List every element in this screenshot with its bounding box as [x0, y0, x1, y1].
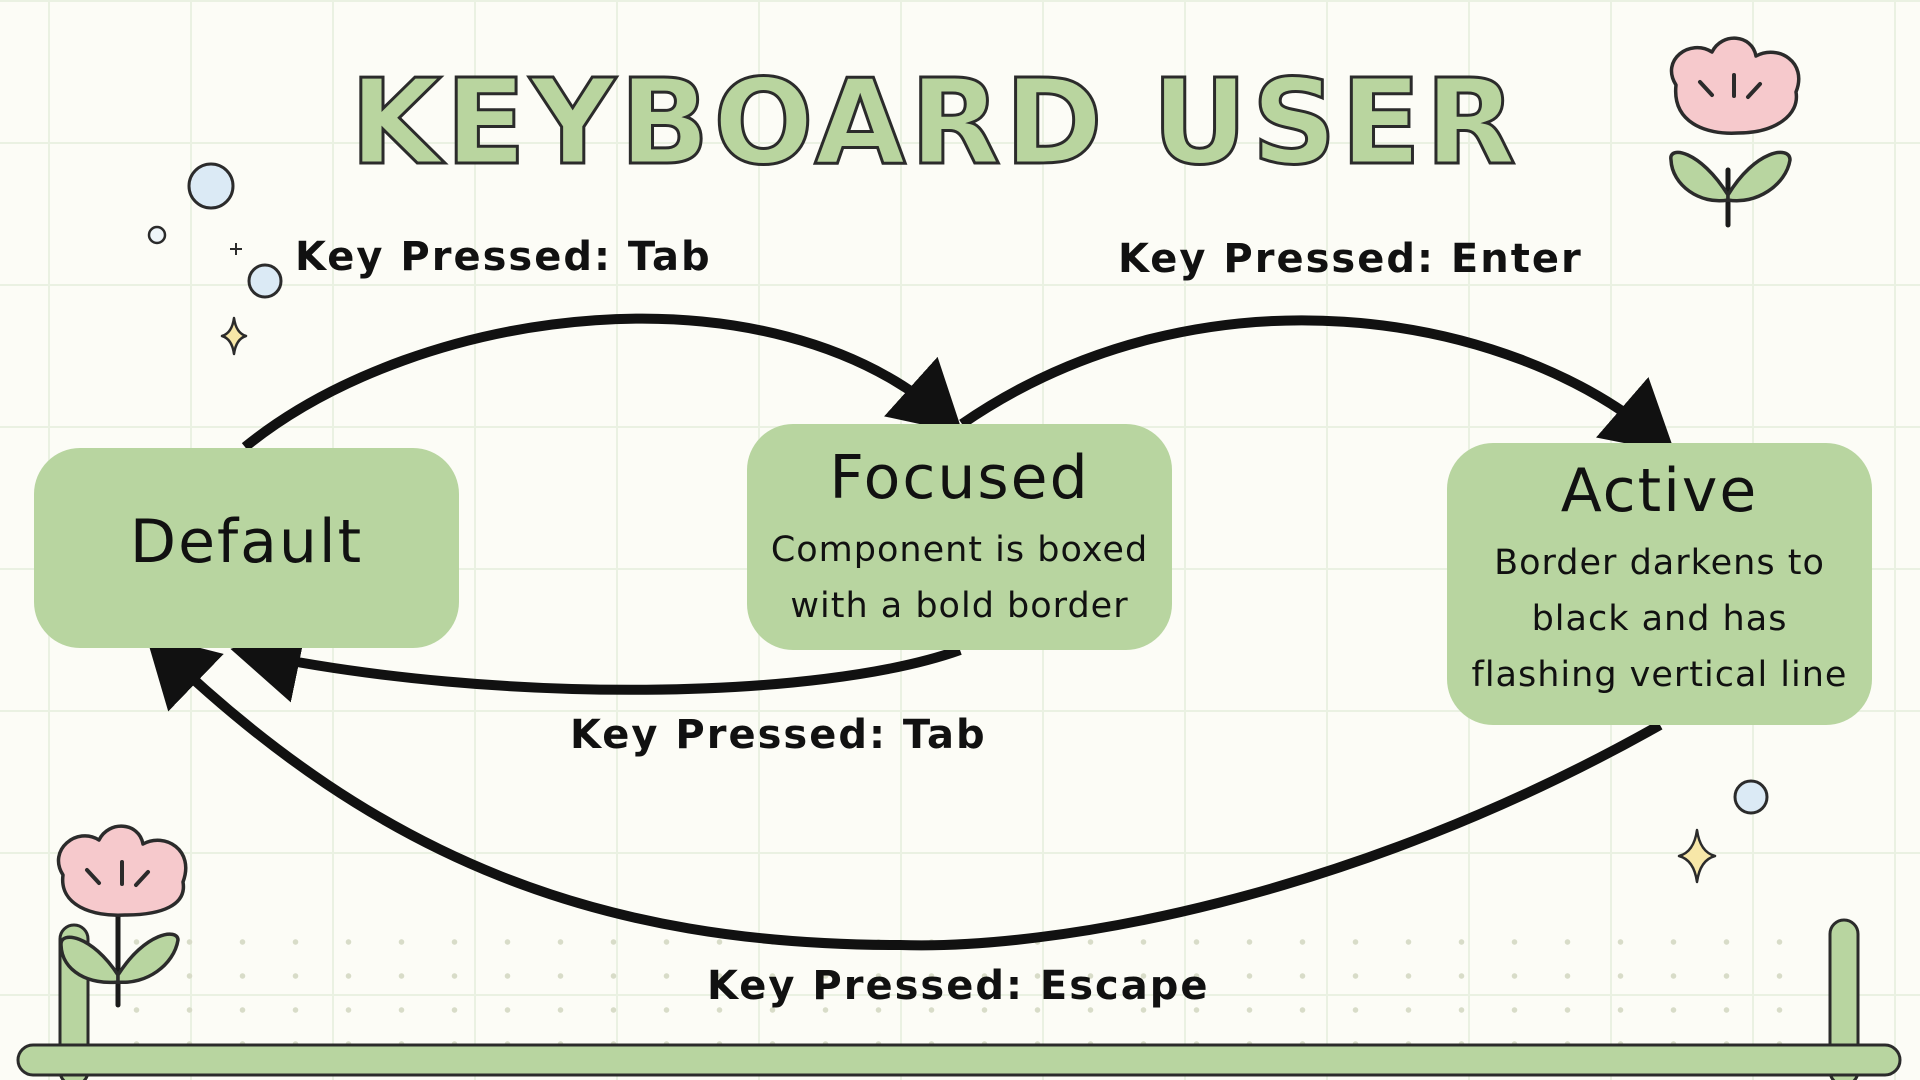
edge-label-focused-to-active: Key Pressed: Enter	[1118, 236, 1583, 282]
state-node-default: Default	[34, 448, 459, 648]
edge-label-focused-to-default: Key Pressed: Tab	[570, 712, 987, 758]
edge-label-active-to-default: Key Pressed: Escape	[707, 963, 1210, 1009]
bubble-icon	[1733, 779, 1769, 815]
sparkle-icon	[1677, 828, 1717, 884]
flower-icon	[56, 824, 188, 1008]
frame-pipe	[16, 918, 1902, 1080]
node-title: Active	[1560, 456, 1759, 526]
state-node-focused: Focused Component is boxed with a bold b…	[747, 424, 1172, 650]
edge-focused-to-default	[230, 624, 962, 703]
page-title: KEYBOARD USER	[348, 53, 1521, 191]
edge-default-to-focused	[241, 313, 963, 451]
state-node-active: Active Border darkens to black and has f…	[1447, 443, 1872, 725]
node-title: Focused	[829, 443, 1090, 513]
node-description: Component is boxed with a bold border	[770, 530, 1149, 626]
node-title: Default	[129, 507, 364, 577]
edge-active-to-default	[145, 634, 1663, 951]
edge-focused-to-active	[959, 315, 1676, 454]
sparkle-icon	[220, 316, 248, 356]
edge-label-default-to-focused: Key Pressed: Tab	[295, 234, 712, 280]
flower-icon	[1669, 36, 1801, 228]
bubble-icon	[147, 162, 283, 299]
node-description: Border darkens to black and has flashing…	[1471, 543, 1848, 695]
